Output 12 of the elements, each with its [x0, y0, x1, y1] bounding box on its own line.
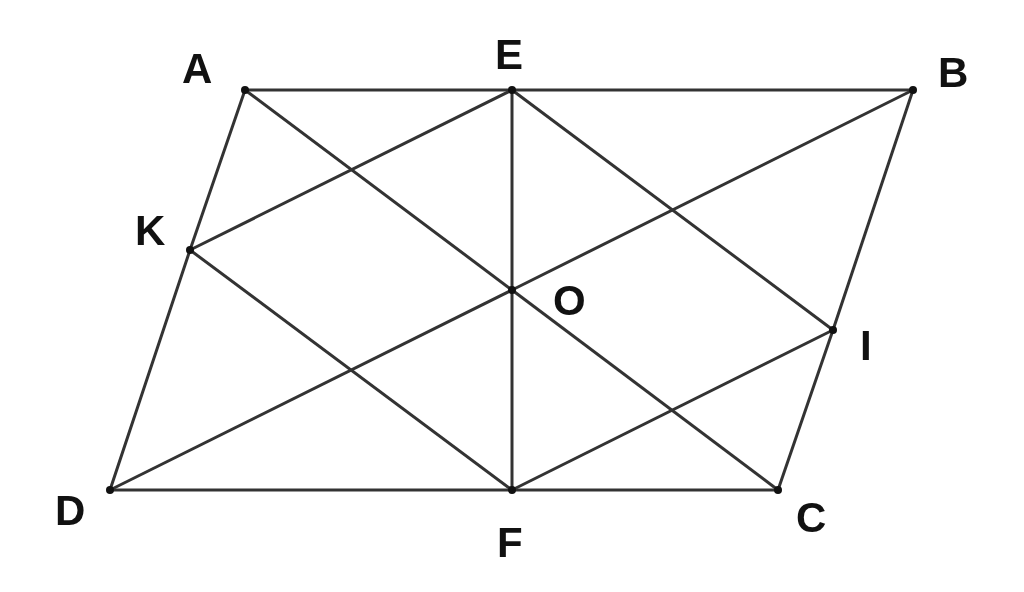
line-segment [189, 248, 513, 492]
line-segment [244, 88, 513, 292]
point-label: E [495, 34, 523, 76]
point-label: K [135, 210, 166, 252]
point-label: O [553, 280, 586, 322]
point-label: D [55, 490, 86, 532]
point-label: C [796, 497, 827, 539]
line-segment [511, 88, 834, 332]
point-label: I [860, 325, 872, 367]
point-label: F [497, 522, 523, 564]
point-label: A [182, 48, 213, 90]
point-label: B [938, 52, 969, 94]
